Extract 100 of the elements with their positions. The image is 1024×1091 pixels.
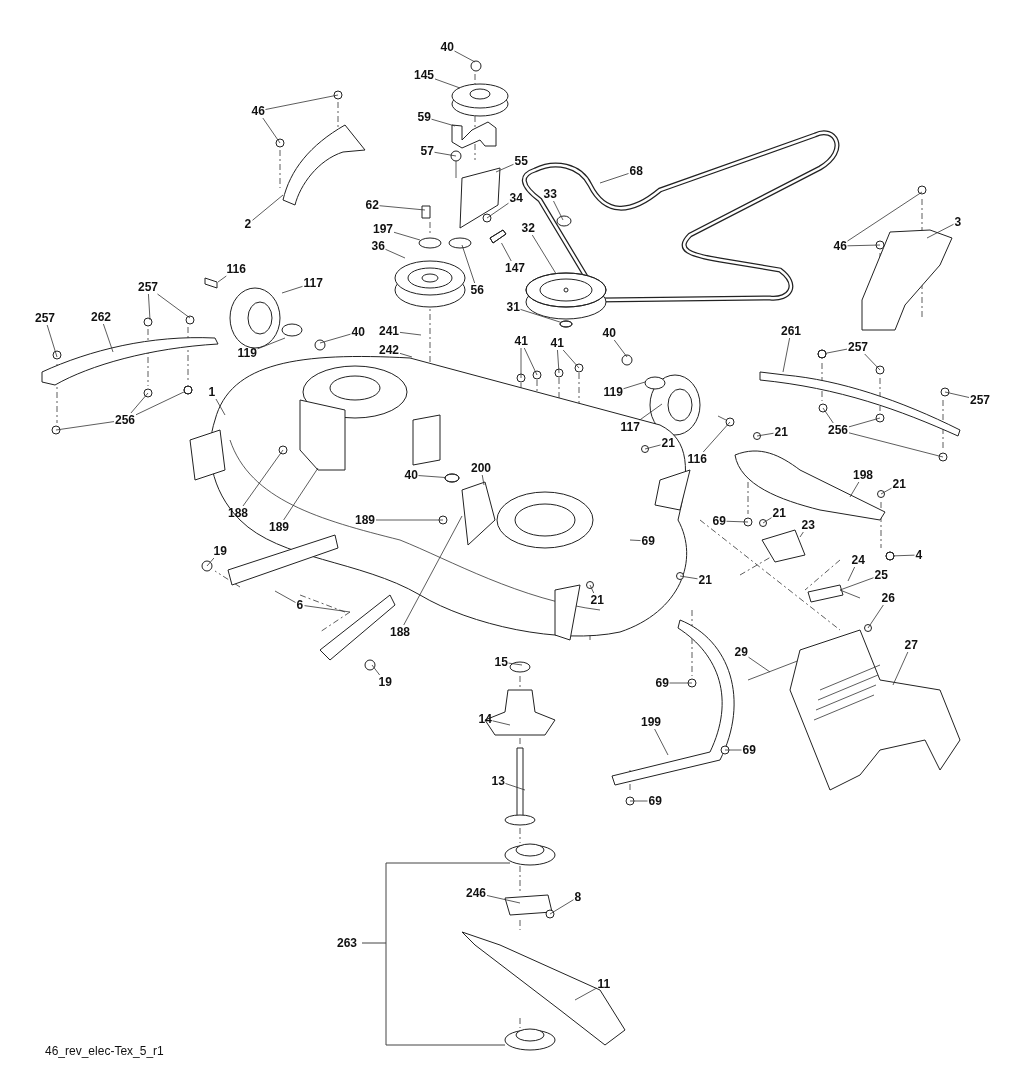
callout-number: 68 [629,165,643,177]
leader-line [644,444,661,450]
leader-line [481,474,485,486]
leader-line [319,333,351,344]
leader-line [549,899,574,915]
leader-line [531,234,557,274]
callout-number: 55 [514,155,528,167]
nut [817,349,827,359]
callout-number: 46 [833,240,847,252]
callout-number: 8 [574,891,582,903]
leader-line [847,191,923,242]
leader-line [847,566,856,582]
leader-line [431,118,456,127]
callout-number: 117 [303,277,323,289]
leader-line [505,783,526,791]
leader-line [623,381,646,390]
callout-number: 15 [494,656,508,668]
leader-line [283,467,319,521]
leader-line [135,391,185,416]
leader-line [385,248,406,259]
leader-line [613,339,628,358]
callout-number: 21 [772,507,786,519]
washer [559,320,573,328]
leader-line [508,662,523,666]
callout-number: 2 [244,218,252,230]
leader-line [849,481,860,498]
callout-number: 69 [712,515,726,527]
leader-line [304,605,351,613]
leader-line [892,651,909,686]
callout-number: 29 [734,646,748,658]
leader-line [825,348,848,354]
callout-number: 34 [509,192,523,204]
callout-number: 40 [440,41,454,53]
callout-number: 26 [881,592,895,604]
leader-line [639,403,663,421]
leader-line [486,202,509,219]
callout-number: 119 [603,386,623,398]
leader-line [130,392,149,414]
callout-number: 117 [620,421,640,433]
leader-line [281,286,303,294]
callout-number: 199 [641,716,662,728]
callout-number: 147 [505,262,526,274]
callout-number: 27 [904,639,918,651]
callout-number: 257 [35,312,56,324]
callout-number: 62 [365,199,379,211]
leader-line [520,309,562,323]
leader-line [864,353,881,371]
leader-line [375,519,444,521]
callout-number: 1 [208,386,216,398]
leader-line [848,432,944,458]
leader-line [926,223,954,239]
leader-line [157,293,191,319]
spring [489,229,507,244]
callout-number: 41 [550,337,564,349]
callout-number: 69 [641,535,655,547]
leader-line [148,293,151,321]
callout-number: 241 [379,325,400,337]
leader-line [492,720,511,726]
leader-line [46,324,58,358]
callout-number: 32 [521,222,535,234]
leader-line [839,577,874,591]
callout-number: 21 [892,478,906,490]
leader-line [461,244,476,284]
callout-number: 13 [491,775,505,787]
callout-number: 46 [251,105,265,117]
leader-line [782,337,791,373]
callout-number: 56 [470,284,484,296]
callout-number: 116 [687,453,707,465]
leader-line [762,517,772,524]
leader-line [562,349,580,369]
leader-line [371,664,381,676]
callout-number: 256 [115,414,136,426]
pulley [525,272,607,308]
callout-number: 19 [378,676,392,688]
callout-number: 188 [390,626,411,638]
callout-number: 197 [373,223,394,235]
callout-number: 3 [954,216,962,228]
leader-line [252,194,284,221]
leader-line [495,163,514,173]
leader-line [523,347,538,376]
callout-number: 41 [514,335,528,347]
callout-number: 40 [351,326,365,338]
leader-line [669,682,693,684]
callout-number: 200 [471,462,492,474]
leader-line [679,575,698,580]
callout-number: 21 [661,437,675,449]
leader-line [654,728,669,756]
callout-number: 6 [296,599,304,611]
leader-line [418,475,446,478]
callout-number: 4 [915,549,923,561]
leader-line [486,895,521,904]
callout-number: 257 [970,394,991,406]
leader-line [55,421,115,431]
nut [444,473,460,483]
callout-number: 31 [506,301,520,313]
leader-line [847,244,881,247]
leader-line [557,349,560,374]
callout-number: 246 [466,887,487,899]
bolt [885,551,895,561]
leader-line [748,656,771,673]
